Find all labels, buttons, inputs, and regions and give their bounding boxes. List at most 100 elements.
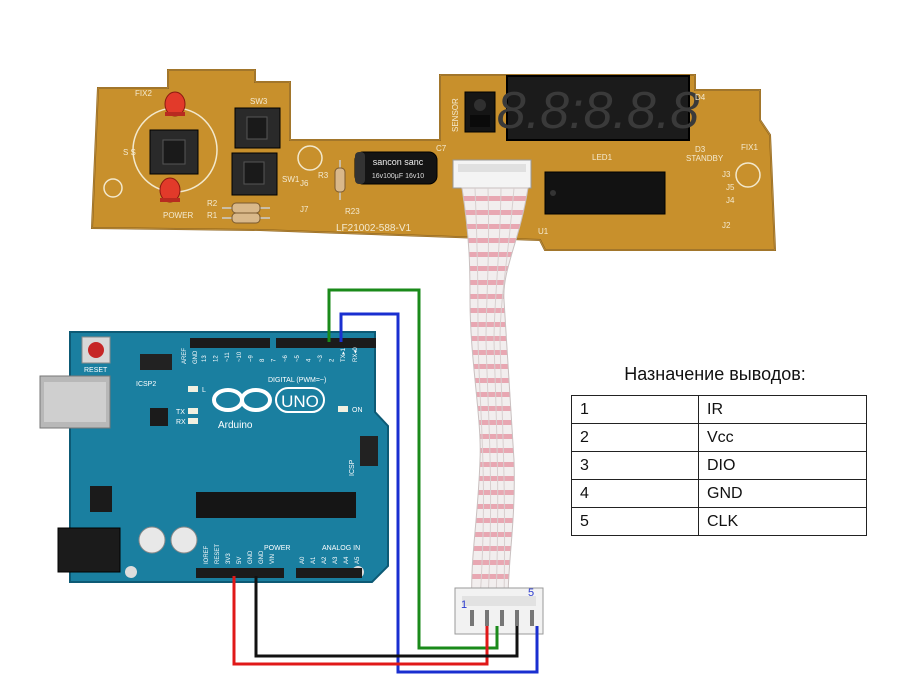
j6-label: J6 [300, 179, 309, 188]
usb-chip [150, 408, 168, 426]
mount-hole [735, 162, 761, 188]
capacitor-label: sancon sanc [373, 157, 424, 167]
pin-label: 8 [260, 358, 266, 362]
mount-hole [125, 566, 137, 578]
j4-label: J4 [726, 196, 735, 205]
cable-connector: 1 5 [454, 587, 544, 635]
j7-label: J7 [300, 205, 309, 214]
j5-label: J5 [726, 183, 735, 192]
board-connector [452, 159, 532, 189]
digital-label: DIGITAL (PWM=~) [268, 377, 326, 384]
pin-label: 4 [306, 358, 312, 362]
resistor [222, 202, 270, 214]
j3-label: J3 [722, 170, 731, 179]
pin-label: A0 [300, 556, 306, 564]
r3-label: R3 [318, 171, 329, 180]
arduino-brand-label: Arduino [218, 420, 253, 431]
fix2-label: FIX2 [135, 89, 152, 98]
tact-switch-sw1 [231, 152, 278, 196]
tact-switch-sw3 [234, 107, 281, 149]
capacitor-2 [170, 526, 198, 554]
led-red-bottom [159, 177, 181, 203]
pin-number: 5 [571, 507, 699, 536]
pin-function: DIO [698, 451, 867, 480]
pin-label: GND [248, 550, 254, 564]
resistor [222, 212, 270, 224]
pin-function: CLK [698, 507, 867, 536]
power-label: POWER [163, 211, 193, 220]
led1-label: LED1 [592, 153, 613, 162]
pin-label: ~10 [237, 351, 243, 362]
led-on [338, 406, 348, 412]
icsp-header [360, 436, 378, 466]
aref-label: AREF [182, 348, 188, 364]
pin-number: 3 [571, 451, 699, 480]
led-tx [188, 408, 198, 414]
r23-label: R23 [345, 207, 360, 216]
pin-label: VIN [270, 554, 276, 564]
display-board: sancon sanc 16v100µF 16v10 8.8:8.8.8 LF2… [90, 69, 777, 251]
u1-label: U1 [538, 227, 549, 236]
segment-digits: 8.8:8.8.8 [497, 82, 699, 140]
wire-black [254, 576, 519, 658]
led-rx-label: RX [176, 419, 186, 426]
board-model-label: LF21002-588-V1 [336, 223, 411, 234]
pin-label: A2 [322, 556, 328, 564]
sensor-label: SENSOR [451, 98, 460, 132]
led-on-label: ON [352, 407, 363, 414]
electrolytic-capacitor: sancon sanc 16v100µF 16v10 [354, 151, 438, 185]
mount-hole [297, 145, 323, 171]
power-header-label: POWER [264, 545, 290, 552]
pin-label: GND [259, 550, 265, 564]
tact-switch-power [149, 129, 199, 175]
capacitor-rating: 16v100µF 16v10 [372, 173, 424, 180]
pin-label: A3 [333, 556, 339, 564]
pin-label: ~11 [225, 352, 231, 362]
r1-label: R1 [207, 211, 218, 220]
pin-label: 5V [237, 557, 243, 564]
pin-label: 3V3 [226, 553, 232, 564]
pin-function: Vcc [698, 423, 867, 452]
pin-label: 7 [272, 358, 278, 362]
pin-label: 2 [330, 358, 336, 362]
pin-label: TX▸1 [341, 347, 347, 362]
analog-header-label: ANALOG IN [322, 545, 360, 552]
pin-label: ~5 [295, 354, 301, 362]
connector-pin5-label: 5 [528, 587, 534, 599]
ss-label: S S [123, 148, 136, 157]
ribbon-cable [461, 187, 529, 601]
pin-label: RESET [215, 544, 221, 564]
gnd-top-label: GND [193, 350, 199, 364]
voltage-regulator [90, 486, 112, 512]
pin-label: A5 [355, 556, 361, 564]
capacitor-1 [138, 526, 166, 554]
connector-pin1-label: 1 [461, 599, 467, 611]
sw3-label: SW3 [250, 97, 268, 106]
pin-number: 4 [571, 479, 699, 508]
pin-label: IOREF [204, 545, 210, 564]
mount-hole [103, 178, 123, 198]
seven-segment-display: 8.8:8.8.8 [497, 75, 699, 141]
pin-assignment-title: Назначение выводов: [624, 364, 806, 384]
r2-label: R2 [207, 199, 218, 208]
pin-label: 13 [202, 355, 208, 362]
led-l [188, 386, 198, 392]
pin-label: A4 [344, 556, 350, 564]
silkscreen-labels: LF21002-588-V1 SENSOR LED1 D4 D3 STANDBY… [123, 89, 758, 236]
arduino-logo: UNO Arduino [212, 387, 325, 431]
wire-red [232, 576, 489, 666]
pin-number: 1 [571, 395, 699, 424]
wire-blue [339, 312, 539, 674]
fix1-label: FIX1 [741, 143, 758, 152]
pin-label: ~6 [283, 354, 289, 362]
reset-label: RESET [84, 367, 108, 374]
pin-label: RX◂0 [353, 347, 359, 362]
driver-ic [544, 171, 666, 215]
j2-label: J2 [722, 221, 731, 230]
